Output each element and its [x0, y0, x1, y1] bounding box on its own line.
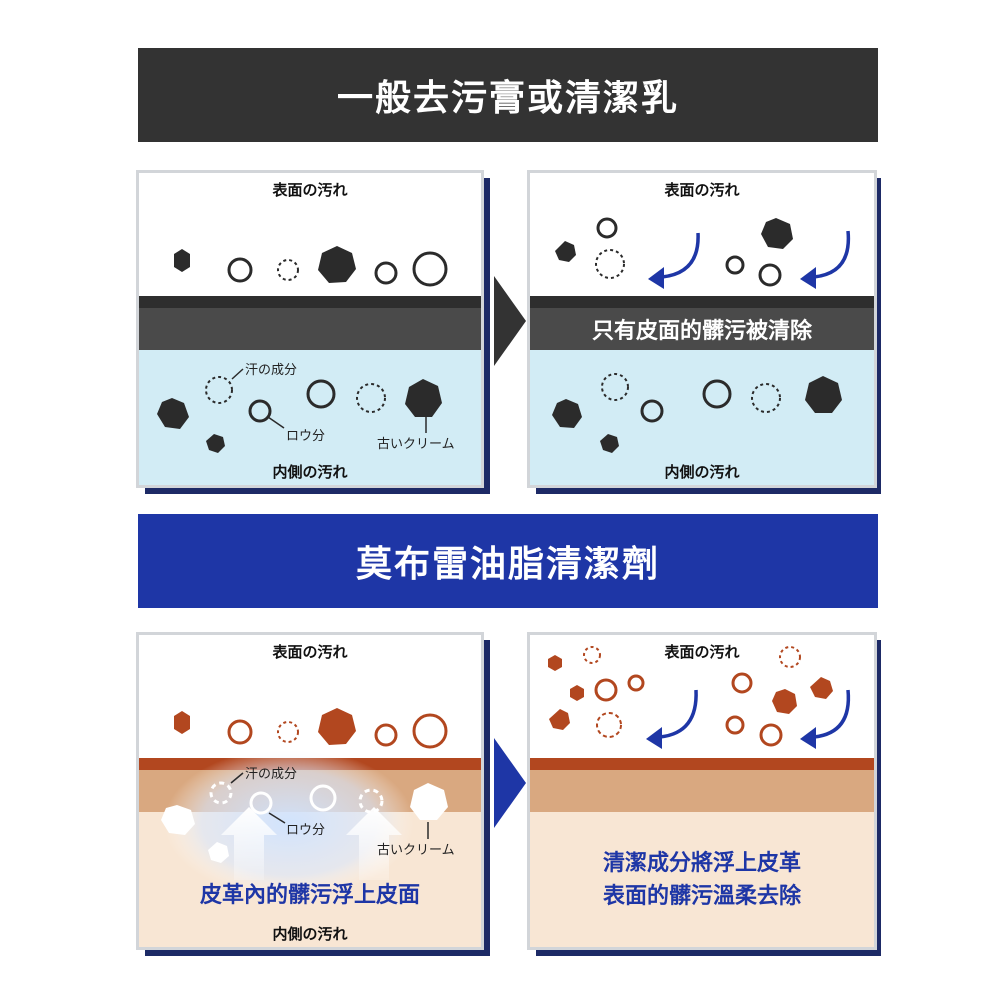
dirt-particle [805, 376, 842, 413]
dirt-particle [412, 251, 448, 287]
dirt-particle [356, 383, 386, 413]
dirt-particle [596, 712, 622, 738]
dirt-particle [412, 713, 448, 749]
dirt-particle [405, 379, 442, 417]
panel-general-before: 表面の汚れ 汗の成分 ロウ分 古いクリーム 内側の汚れ [136, 170, 484, 488]
dirt-particle [731, 672, 753, 694]
dirt-particle [779, 646, 801, 668]
inner-dirt-label: 内側の汚れ [272, 463, 348, 481]
dirt-particle [249, 791, 273, 815]
dirt-particle [759, 723, 783, 747]
dirt-particle [601, 373, 629, 401]
dirt-particle [758, 263, 782, 287]
dirt-particle [174, 249, 190, 272]
panel-illustration [530, 217, 874, 485]
dirt-particle [570, 685, 584, 701]
surface-dirt-label: 表面の汚れ [664, 643, 740, 661]
dirt-particle [772, 689, 797, 714]
dirt-particle [725, 715, 745, 735]
curved-arrow-icon [813, 230, 851, 279]
rising-arrow-icon [346, 807, 402, 880]
banner-title: 一般去污膏或清潔乳 [336, 78, 679, 119]
dirt-particle [309, 784, 337, 812]
panel-illustration [139, 708, 481, 947]
panel-general-after: 表面の汚れ 只有皮面的髒污被清除 内側の汚れ [527, 170, 877, 488]
dirt-particle [552, 399, 582, 428]
dirt-particle [358, 788, 384, 814]
banner-mowbray-cleaner: 莫布雷油脂清潔劑 [138, 514, 878, 608]
dirt-particle [627, 674, 645, 692]
curved-arrow-icon [661, 232, 700, 279]
old-cream-annotation: 古いクリーム [377, 437, 455, 452]
removal-note: 只有皮面的髒污被清除 [591, 319, 812, 344]
panel-illustration [139, 246, 481, 485]
dirt-particle [205, 376, 233, 404]
dirt-particle [174, 711, 190, 734]
rising-dirt-caption: 皮革內的髒污浮上皮面 [199, 883, 420, 908]
dirt-particle [374, 261, 398, 285]
dirt-particle [277, 259, 299, 281]
surface-dirt-label: 表面の汚れ [272, 181, 348, 199]
banner-general-cleaner: 一般去污膏或清潔乳 [138, 48, 878, 142]
next-arrow-icon [494, 738, 526, 828]
dirt-particle [583, 646, 601, 664]
sweat-annotation: 汗の成分 [245, 767, 298, 782]
dirt-particle [595, 249, 625, 279]
dirt-particle [248, 399, 272, 423]
panel-illustration [530, 646, 874, 947]
banner-title: 莫布雷油脂清潔劑 [355, 544, 660, 585]
rising-arrow-icon [221, 807, 277, 880]
dirt-particle [208, 842, 229, 863]
dirt-particle [374, 723, 398, 747]
dirt-particle [548, 655, 562, 671]
dirt-particle [318, 708, 356, 745]
surface-dirt-label: 表面の汚れ [272, 643, 348, 661]
dirt-particle [600, 434, 619, 453]
curved-arrow-icon [659, 689, 698, 739]
dirt-particle [206, 434, 225, 453]
caption-line: 表面的髒污溫柔去除 [602, 884, 801, 909]
old-cream-annotation: 古いクリーム [377, 843, 455, 858]
dirt-particle [410, 783, 448, 820]
dirt-particle [209, 781, 233, 805]
dirt-particle [161, 805, 195, 835]
dirt-particle [227, 719, 253, 745]
surface-dirt-label: 表面の汚れ [664, 181, 740, 199]
gentle-removal-caption: 清潔成分將浮上皮革 表面的髒污溫柔去除 [530, 847, 874, 913]
caption-line: 清潔成分將浮上皮革 [602, 851, 801, 876]
dirt-particle [810, 677, 833, 699]
dirt-particle [702, 379, 732, 409]
dirt-particle [751, 383, 781, 413]
dirt-particle [227, 257, 253, 283]
dirt-particle [157, 398, 189, 429]
dirt-particle [318, 246, 356, 283]
dirt-particle [277, 721, 299, 743]
dirt-particle [594, 678, 618, 702]
dirt-particle [725, 255, 745, 275]
dirt-particle [640, 399, 664, 423]
panel-mowbray-after: 表面の汚れ 清潔成分將浮上皮革 表面的髒污溫柔去除 [527, 632, 877, 950]
inner-dirt-label: 内側の汚れ [272, 925, 348, 943]
curved-arrow-icon [813, 689, 851, 739]
dirt-particle [549, 709, 570, 730]
wax-annotation: ロウ分 [286, 429, 326, 444]
dirt-particle [596, 217, 618, 239]
inner-dirt-label: 内側の汚れ [664, 463, 740, 481]
wax-annotation: ロウ分 [286, 823, 326, 838]
panel-mowbray-before: 表面の汚れ 汗の成分 ロウ分 古いクリーム 皮革內的髒污浮上皮面 内側の汚れ [136, 632, 484, 950]
dirt-particle [761, 218, 793, 249]
next-arrow-icon [494, 276, 526, 366]
sweat-annotation: 汗の成分 [245, 363, 298, 378]
dirt-particle [555, 241, 576, 262]
dirt-particle [306, 379, 336, 409]
